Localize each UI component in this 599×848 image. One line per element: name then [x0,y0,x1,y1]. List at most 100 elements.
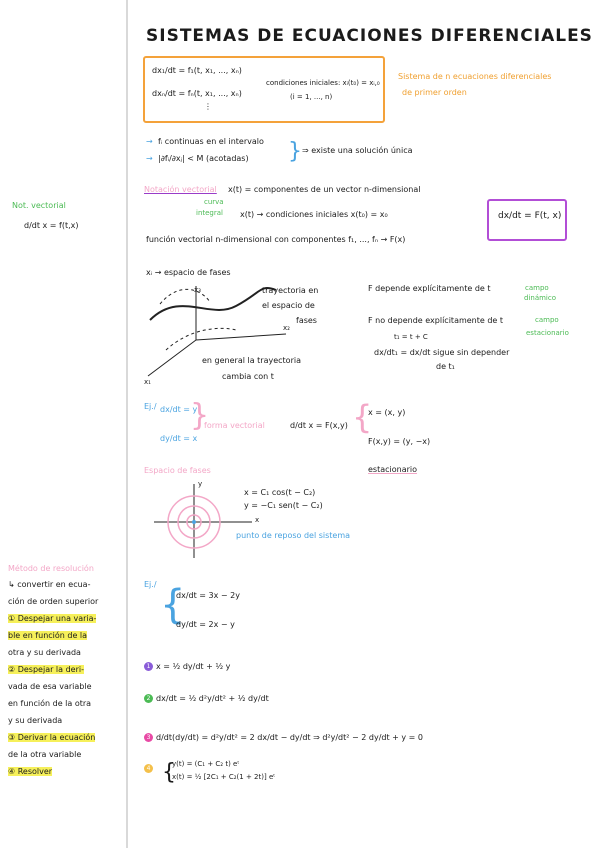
invariance-line-2: de t₁ [436,362,455,371]
method-line: ② Despejar la deri- [8,661,84,678]
curva-label: curva [204,198,224,206]
step-4-y: y(t) = (C₁ + C₂ t) eᵗ [172,760,240,768]
dep-nonexplicit-label: campo [535,316,559,324]
boxed-equation-box [487,199,567,241]
method-heading: Método de resolución [8,564,94,573]
brace-open-icon: { [352,398,373,436]
step-1-text: x = ½ dy/dt + ½ y [156,662,231,671]
phase-sol1: x = C₁ cos(t − C₂) [244,488,316,497]
system-index: (i = 1, ..., n) [290,93,333,101]
method-line: en función de la otra [8,699,92,708]
uniqueness-line2: |∂fᵢ/∂xⱼ| < M (acotadas) [158,154,249,163]
method-line-text: ③ Derivar la ecuación [8,733,96,742]
plot-axis-y-label: y [198,480,203,488]
page-title: SISTEMAS DE ECUACIONES DIFERENCIALES [146,26,593,46]
example2-eq1: dx/dt = 3x − 2y [176,591,240,600]
time-shift: t₁ = t + C [394,333,428,341]
arrow-icon: → [146,154,153,163]
brace-open-icon: { [162,760,176,785]
trajectory-label-3: fases [296,316,317,325]
sidebar-notation-formula: d/dt x = f(t,x) [24,221,79,230]
phase-sol2: y = −C₁ sen(t − C₂) [244,501,323,510]
step-4: 4 [144,764,156,773]
orbit-outer [167,495,221,549]
example1-eq1: dx/dt = y [160,405,198,414]
boxed-equation: dx/dt = F(t, x) [498,211,562,221]
system-eq1: dx₁/dt = f₁(t, x₁, ..., xₙ) [152,66,242,75]
system-label-1: Sistema de n ecuaciones diferenciales [398,72,552,81]
brace-open-icon: { [160,582,186,628]
invariance-line: dx/dt₁ = dx/dt sigue sin depender [374,348,510,357]
example2-label: Ej./ [144,580,157,589]
dashed-curve-lower [165,327,237,351]
method-line: y su derivada [8,716,63,725]
example1-eq2: dy/dt = x [160,434,198,443]
step-2-number: 2 [144,694,153,703]
method-line: ción de orden superior [8,597,99,606]
orbit-inner [186,514,202,530]
vector-line3: función vectorial n-dimensional con comp… [146,235,406,244]
method-line: ④ Resolver [8,763,53,780]
stationary-label: estacionario [368,465,418,474]
phase-plot-heading: Espacio de fases [144,466,211,475]
brace-icon: } [190,398,210,433]
dep-explicit-label-2: dinámico [524,294,557,302]
brace-icon: } [288,139,302,164]
uniqueness-line1: fᵢ continuas en el intervalo [158,137,264,146]
step-4-x: x(t) = ½ [2C₁ + C₂(1 + 2t)] eᵗ [172,773,276,781]
vector-form-label: forma vectorial [204,421,265,430]
step-4-number: 4 [144,764,153,773]
method-line-text: ① Despejar una varia- [8,614,97,623]
plot-axis-x-label: x [255,516,260,524]
dep-explicit: F depende explícitamente de t [368,284,491,293]
orbit-middle [177,505,211,539]
method-line: ble en función de la [8,627,88,644]
f-vector: F(x,y) = (y, −x) [368,437,431,446]
method-line-text: ② Despejar la deri- [8,665,84,674]
axis-x2-label: x₂ [283,324,290,332]
trajectory-curve [149,287,277,321]
method-line: de la otra variable [8,750,82,759]
dep-nonexplicit-label-2: estacionario [526,329,569,337]
method-line: otra y su derivada [8,648,81,657]
example2-eq2: dy/dt = 2x − y [176,620,235,629]
phase-space-sketch [147,286,287,377]
method-line: vada de esa variable [8,682,92,691]
uniqueness-result: ⇒ existe una solución única [302,146,413,155]
example1-label: Ej./ [144,402,157,411]
arrow-icon: → [146,137,153,146]
method-line: ↳ convertir en ecua- [8,580,91,589]
step-1-number: 1 [144,662,153,671]
rest-point [192,520,196,524]
trajectory-label: trayectoria en [262,286,319,295]
sidebar-notation-heading: Not. vectorial [12,201,66,210]
dep-explicit-label: campo [525,284,549,292]
dep-nonexplicit: F no depende explícitamente de t [368,316,504,325]
axis-x2-line [195,333,287,341]
system-box [143,56,385,123]
integral-label: integral [196,209,223,217]
step-2-text: dx/dt = ½ d²y/dt² + ½ dy/dt [156,694,269,703]
system-eqn: dxₙ/dt = fₙ(t, x₁, ..., xₙ) [152,89,242,98]
margin-line [126,0,128,848]
rest-point-label: punto de reposo del sistema [236,531,351,540]
vector-heading: Notación vectorial [144,185,217,194]
phase-plot [154,484,252,558]
vector-line1: x(t) = componentes de un vector n-dimens… [228,185,421,194]
vector-form-eq: d/dt x = F(x,y) [290,421,348,430]
method-line-text: ble en función de la [8,631,88,640]
step-3-number: 3 [144,733,153,742]
system-conditions: condiciones iniciales: xᵢ(t₀) = xᵢ,₀ [266,79,380,87]
system-label-2: de primer orden [402,88,467,97]
general-label-2: cambia con t [222,372,274,381]
phase-heading: xᵢ → espacio de fases [146,268,231,277]
vector-line2: x(t) → condiciones iniciales x(t₀) = x₀ [240,210,388,219]
axis-x1-label: x₁ [144,378,151,386]
x-vector: x = (x, y) [368,408,406,417]
general-label: en general la trayectoria [202,356,301,365]
method-line: ③ Derivar la ecuación [8,729,96,746]
method-line: ① Despejar una varia- [8,610,97,627]
